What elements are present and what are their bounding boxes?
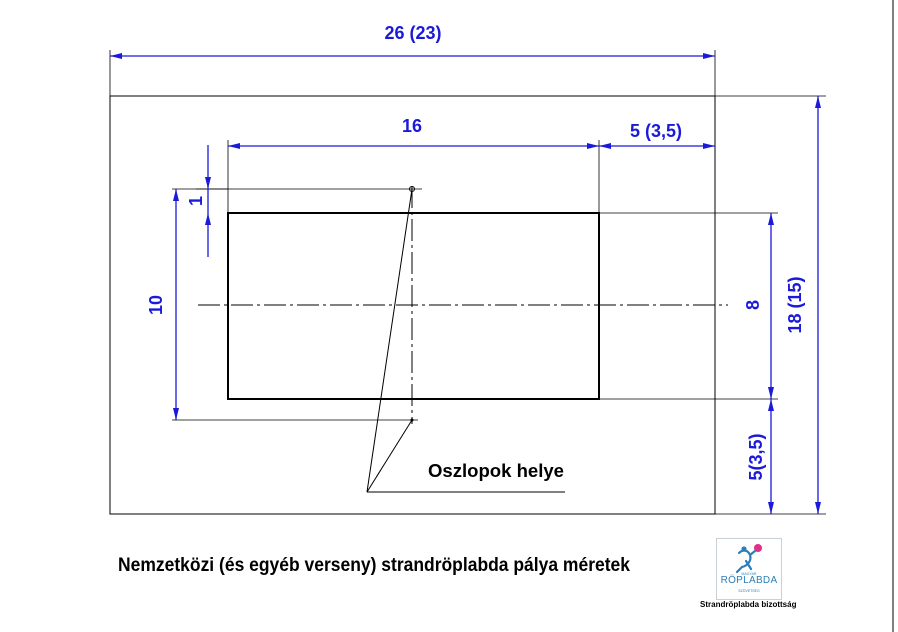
federation-logo: MAGYAR RÖPLABDA SZÖVETSÉG — [716, 538, 782, 600]
end-zone-label: 5(3,5) — [746, 433, 766, 480]
dimension-total-width: 26 (23) — [109, 23, 716, 96]
player-silhouette-icon — [735, 544, 762, 574]
side-zone-label: 5 (3,5) — [630, 121, 682, 141]
dimension-total-height: 18 (15) — [715, 95, 826, 515]
leader-line-top-post — [366, 188, 413, 493]
logo-bottom-text: SZÖVETSÉG — [738, 589, 760, 593]
dimension-side-zone: 5 (3,5) — [599, 121, 715, 149]
dimension-post-spacing: 10 — [146, 189, 418, 421]
logo-top-text: MAGYAR — [741, 572, 757, 576]
logo-word: RÖPLABDA — [720, 575, 778, 586]
drawing-caption: Nemzetközi (és egyéb verseny) strandröpl… — [118, 555, 630, 576]
committee-label: Strandröplabda bizottság — [700, 600, 797, 609]
posts-label: Oszlopok helye — [428, 461, 564, 481]
total-width-label: 26 (23) — [384, 23, 441, 43]
post-spacing-label: 10 — [146, 295, 166, 315]
leader-line-bottom-post — [366, 419, 413, 493]
dimension-court-length: 16 — [227, 116, 600, 213]
court-length-label: 16 — [402, 116, 422, 136]
dimension-court-width: 8 — [599, 212, 778, 400]
post-offset-label: 1 — [186, 196, 206, 206]
playing-court-outline — [227, 212, 600, 400]
total-height-label: 18 (15) — [785, 276, 805, 333]
dimension-end-zone: 5(3,5) — [746, 399, 774, 514]
dimension-post-offset: 1 — [172, 145, 422, 257]
court-width-label: 8 — [743, 300, 763, 310]
